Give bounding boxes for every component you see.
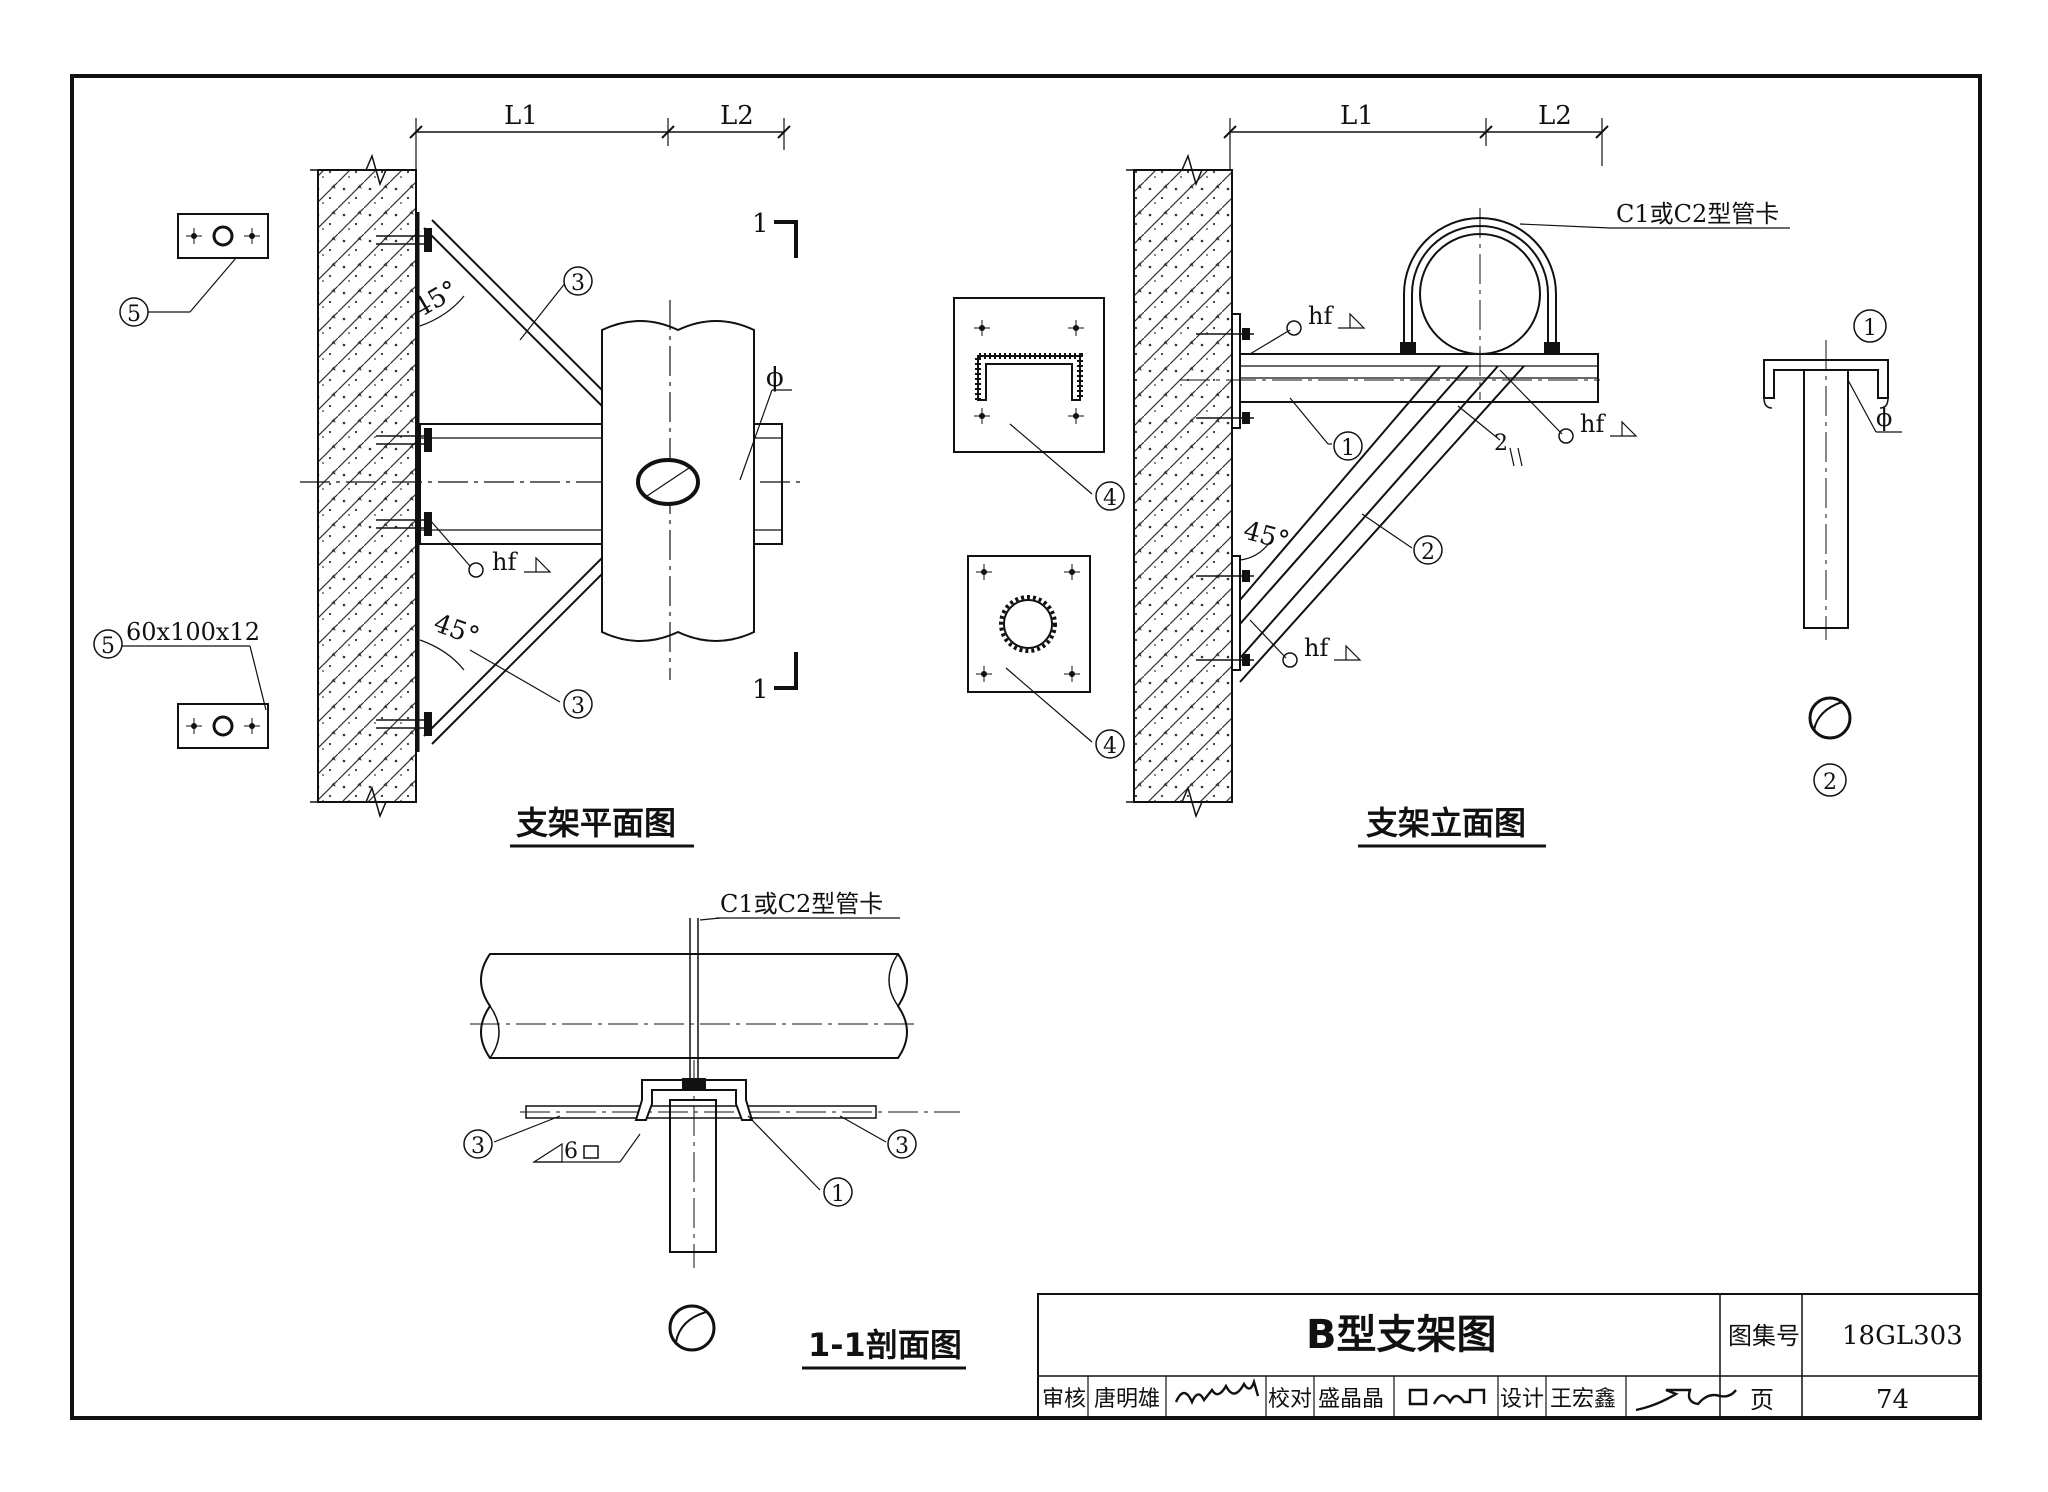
elev-weld-hf-1: hf [1308, 302, 1334, 330]
atlas-label: 图集号 [1728, 1322, 1800, 1350]
detail-callout-2: 2 [1823, 770, 1837, 795]
page-label: 页 [1750, 1386, 1774, 1414]
page-no: 74 [1876, 1385, 1909, 1415]
plan-angle-bottom: 45° [430, 608, 484, 652]
plan-callout-5-top: 5 [127, 302, 141, 327]
design-label: 设计 [1500, 1387, 1544, 1412]
designer-name: 王宏鑫 [1550, 1387, 1616, 1412]
section-post [669, 1099, 717, 1253]
plan-dim-l1: L1 [504, 101, 538, 131]
section-callout-3-right: 3 [895, 1134, 909, 1159]
title-block: B型支架图 图集号 18GL303 页 74 审核 唐明雄 校对 盛晶晶 设计 … [1037, 1293, 1981, 1419]
drawing-title: B型支架图 [1306, 1312, 1497, 1358]
elevation-view: L1 L2 [953, 101, 1790, 848]
designer-signature [1635, 1388, 1737, 1412]
reviewer-signature [1174, 1377, 1260, 1405]
plan-callout-3-top: 3 [571, 271, 585, 296]
elev-weld-hf-3: hf [1304, 634, 1330, 662]
detail-phi: ϕ [1876, 404, 1892, 432]
elev-plate-pipe [967, 555, 1091, 693]
plan-section-mark-top: 1 [752, 209, 769, 239]
plan-section-mark-bottom: 1 [752, 675, 769, 705]
plan-plate-size: 60x100x12 [126, 618, 260, 646]
checker-name: 盛晶晶 [1318, 1387, 1384, 1412]
reviewer-name: 唐明雄 [1094, 1387, 1160, 1412]
elev-callout-2: 2 [1421, 540, 1435, 565]
elev-plate-channel [953, 297, 1105, 453]
plan-title: 支架平面图 [516, 804, 676, 842]
elev-pipe-clamp-label: C1或C2型管卡 [1616, 200, 1779, 228]
plan-weld-hf: hf [492, 548, 518, 576]
elev-angle: 45° [1240, 516, 1292, 557]
elev-callout-4-bottom: 4 [1103, 734, 1117, 759]
section-pipe [480, 953, 908, 1059]
plan-plate-top [177, 213, 269, 259]
plan-phi: ϕ [766, 363, 784, 393]
sheet-border [70, 74, 1982, 1420]
section-title: 1-1剖面图 [808, 1326, 962, 1364]
review-label: 审核 [1042, 1387, 1086, 1412]
section-callout-3-left: 3 [471, 1134, 485, 1159]
check-label: 校对 [1268, 1387, 1312, 1412]
elev-dim-l1: L1 [1340, 101, 1374, 131]
elev-wall [1133, 169, 1233, 803]
section-weld-size: 6 [564, 1139, 578, 1164]
detail-callout-1: 1 [1863, 316, 1877, 341]
checker-signature [1408, 1388, 1486, 1406]
section-view: C1或C2型管卡 3 3 1 6 1-1剖面图 [463, 890, 966, 1370]
elev-weld-hf-2: hf [1580, 410, 1606, 438]
detail-post-section [1808, 696, 1852, 740]
elev-mark-2: 2 [1494, 431, 1508, 456]
atlas-no: 18GL303 [1842, 1321, 1963, 1351]
section-post-circle [668, 1304, 716, 1352]
plan-view: L1 L2 [93, 101, 800, 848]
elev-callout-4-top: 4 [1103, 486, 1117, 511]
plan-dim-l2: L2 [720, 101, 754, 131]
section-callout-1: 1 [831, 1182, 845, 1207]
plan-callout-3-bottom: 3 [571, 694, 585, 719]
elev-title: 支架立面图 [1366, 804, 1526, 842]
elev-callout-1: 1 [1341, 436, 1355, 461]
elev-dim-l2: L2 [1538, 101, 1572, 131]
post-detail: 1 ϕ 2 [1763, 309, 1902, 797]
plan-wall [317, 169, 417, 803]
plan-plate-bottom [177, 703, 269, 749]
section-pipe-clamp-label: C1或C2型管卡 [720, 890, 883, 918]
plan-callout-5-bottom: 5 [101, 634, 115, 659]
